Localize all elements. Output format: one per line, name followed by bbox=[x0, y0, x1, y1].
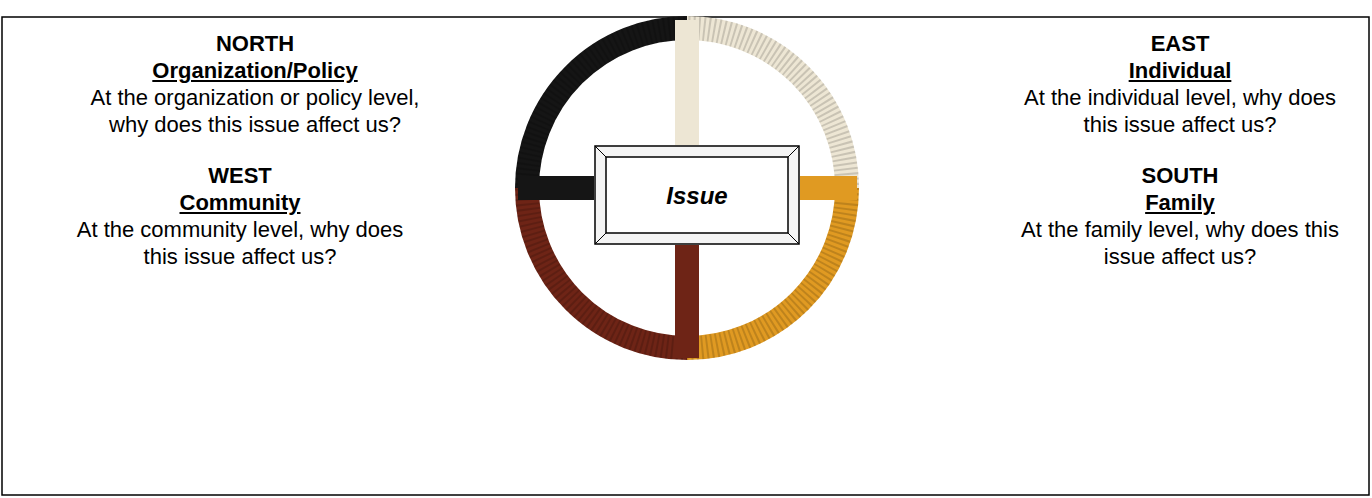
level-name: Organization/Policy bbox=[90, 57, 420, 84]
bevel-line bbox=[595, 146, 606, 157]
frame bbox=[2, 17, 1369, 495]
level-name: Community bbox=[75, 189, 405, 216]
level-name: Individual bbox=[1015, 57, 1345, 84]
quadrant-text: SOUTHFamilyAt the family level, why does… bbox=[1005, 162, 1355, 270]
medicine-wheel bbox=[518, 20, 857, 358]
bevel-line bbox=[595, 146, 799, 244]
bevel-line bbox=[788, 146, 799, 157]
question-text: At the family level, why does this issue… bbox=[1005, 216, 1355, 270]
quadrant-text: NORTHOrganization/PolicyAt the organizat… bbox=[90, 30, 420, 138]
question-text: At the community level, why does this is… bbox=[75, 216, 405, 270]
bevel-line bbox=[606, 157, 788, 233]
direction-heading: SOUTH bbox=[1005, 162, 1355, 189]
quadrant-text: WESTCommunityAt the community level, why… bbox=[75, 162, 405, 270]
issue-label: Issue bbox=[666, 182, 727, 209]
direction-heading: WEST bbox=[75, 162, 405, 189]
question-text: At the organization or policy level, why… bbox=[90, 84, 420, 138]
direction-heading: EAST bbox=[1015, 30, 1345, 57]
level-name: Family bbox=[1005, 189, 1355, 216]
quadrant-text: EASTIndividualAt the individual level, w… bbox=[1015, 30, 1345, 138]
direction-heading: NORTH bbox=[90, 30, 420, 57]
question-text: At the individual level, why does this i… bbox=[1015, 84, 1345, 138]
issue-box: Issue bbox=[594, 145, 800, 245]
bevel-line bbox=[595, 233, 606, 244]
bevel-line bbox=[788, 233, 799, 244]
